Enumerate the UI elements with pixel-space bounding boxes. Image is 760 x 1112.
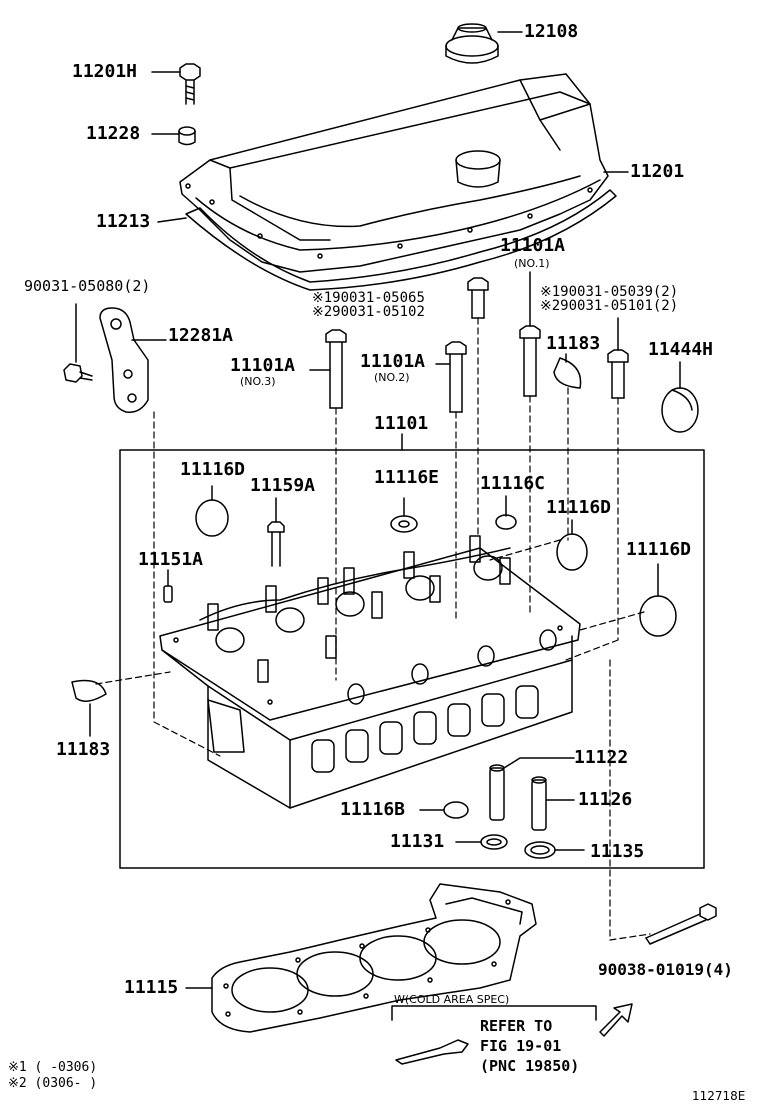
figure-id: 112718E xyxy=(692,1089,746,1103)
plug-11444H xyxy=(661,361,699,433)
pin-11151A xyxy=(163,569,173,603)
callout-11116B: 11116B xyxy=(340,799,406,820)
callout-11201: 11201 xyxy=(630,161,685,182)
callout-11151A: 11151A xyxy=(138,549,204,570)
callout-11201H: 11201H xyxy=(72,61,138,82)
ring-11131 xyxy=(455,834,508,850)
assembly-box xyxy=(119,449,705,869)
long-bolt-90038 xyxy=(645,903,717,945)
half-moon-plug-top xyxy=(553,353,582,389)
refer-line-1: REFER TO xyxy=(480,1017,553,1035)
plug-11116D-b xyxy=(556,519,588,571)
callout-11101A-no1: 11101A xyxy=(500,235,566,256)
callout-12108: 12108 xyxy=(524,21,579,42)
plug-11116D-c xyxy=(639,563,677,637)
head-bolt-no1 xyxy=(519,271,541,397)
bolt-90031-05065 xyxy=(467,277,489,319)
bolt-90031-05080 xyxy=(63,303,93,383)
callout-90031-05039: ※190031-05039(2) xyxy=(540,284,679,300)
half-moon-plug-left xyxy=(71,679,107,737)
callout-11126: 11126 xyxy=(578,789,633,810)
grommet-11228 xyxy=(151,126,196,146)
callout-11101A-no2-sub: (NO.2) xyxy=(374,371,410,384)
callout-11183-left: 11183 xyxy=(56,739,111,760)
valve-guide-11126 xyxy=(531,776,575,831)
seal-11116C xyxy=(495,495,517,530)
callout-90031-05080: 90031-05080(2) xyxy=(24,277,151,295)
plug-11116D-a xyxy=(195,485,229,537)
callout-90031-05065: ※190031-05065 xyxy=(312,290,425,306)
plug-11116B xyxy=(419,801,469,819)
callout-90031-05102: ※290031-05102 xyxy=(312,304,425,320)
cold-area-group xyxy=(391,1003,633,1065)
callout-12281A: 12281A xyxy=(168,325,234,346)
callout-11131: 11131 xyxy=(390,831,445,852)
refer-line-2: FIG 19-01 xyxy=(480,1037,562,1055)
bolt-90031-05039 xyxy=(607,317,629,399)
refer-line-3: (PNC 19850) xyxy=(480,1057,580,1075)
callout-11116D-b: 11116D xyxy=(546,497,612,518)
callout-11116E: 11116E xyxy=(374,467,440,488)
callout-11228: 11228 xyxy=(86,123,141,144)
valve-cover-gasket xyxy=(157,189,617,291)
head-bolt-no2 xyxy=(435,341,467,413)
callout-11101A-no2: 11101A xyxy=(360,351,426,372)
callout-11116D-a: 11116D xyxy=(180,459,246,480)
head-gasket xyxy=(185,883,537,1033)
callout-11101A-no1-sub: (NO.1) xyxy=(514,257,550,270)
callout-11101: 11101 xyxy=(374,413,429,434)
bolt-11159A xyxy=(267,497,285,567)
callout-11135: 11135 xyxy=(590,841,645,862)
callout-11101A-no3: 11101A xyxy=(230,355,296,376)
legend-note-1: ※1 ( -0306) xyxy=(8,1060,98,1075)
callout-90031-05101: ※290031-05101(2) xyxy=(540,298,679,314)
callout-90038-01019: 90038-01019(4) xyxy=(598,960,733,979)
seal-11116E xyxy=(390,497,418,533)
callout-11213: 11213 xyxy=(96,211,151,232)
callout-11444H: 11444H xyxy=(648,339,714,360)
cold-area-title: W(COLD AREA SPEC) xyxy=(394,993,510,1006)
callout-11116C: 11116C xyxy=(480,473,546,494)
callout-11115: 11115 xyxy=(124,977,179,998)
head-bolt-no3 xyxy=(309,329,347,409)
dashed-leaders xyxy=(95,317,651,941)
callout-11116D-c: 11116D xyxy=(626,539,692,560)
valve-cover xyxy=(179,73,629,273)
cylinder-head xyxy=(159,535,581,809)
callout-11101A-no3-sub: (NO.3) xyxy=(240,375,276,388)
oil-filler-cap xyxy=(445,23,523,64)
valve-guide-11122 xyxy=(489,757,575,821)
engine-hanger-bracket xyxy=(99,307,167,413)
legend-note-2: ※2 (0306- ) xyxy=(8,1076,98,1091)
callout-11183-top: 11183 xyxy=(546,333,601,354)
callout-11159A: 11159A xyxy=(250,475,316,496)
callout-11122: 11122 xyxy=(574,747,629,768)
ring-11135 xyxy=(524,841,585,859)
bolt-11201H xyxy=(151,63,201,105)
